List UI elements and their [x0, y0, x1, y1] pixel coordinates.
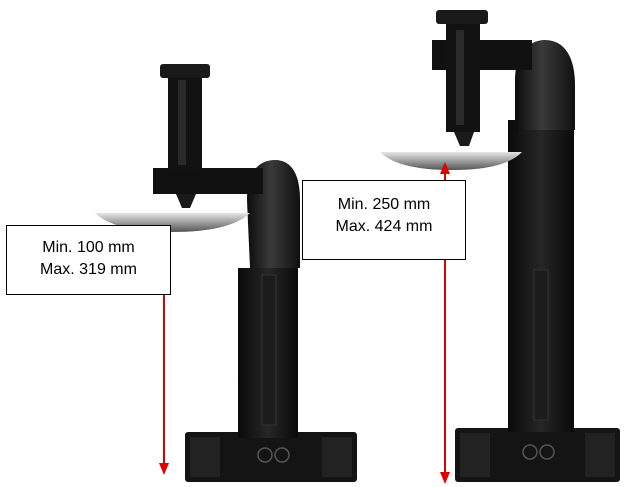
left-base-knob-2 [274, 447, 290, 463]
right-stand-illustration [380, 10, 620, 482]
left-min-label: Min. 100 mm [42, 239, 135, 256]
right-base-knob-1 [522, 444, 538, 460]
left-horizontal-arm [153, 168, 263, 194]
left-range-label: Min. 100 mm Max. 319 mm [6, 225, 171, 295]
left-base-knob-1 [257, 447, 273, 463]
left-max-label: Max. 319 mm [40, 261, 137, 278]
right-build-plate [380, 152, 522, 170]
right-min-label: Min. 250 mm [337, 196, 431, 213]
right-base [455, 428, 620, 482]
right-range-label: Min. 250 mm Max. 424 mm [302, 180, 466, 260]
right-max-label: Max. 424 mm [335, 218, 433, 235]
right-base-knob-2 [539, 444, 555, 460]
